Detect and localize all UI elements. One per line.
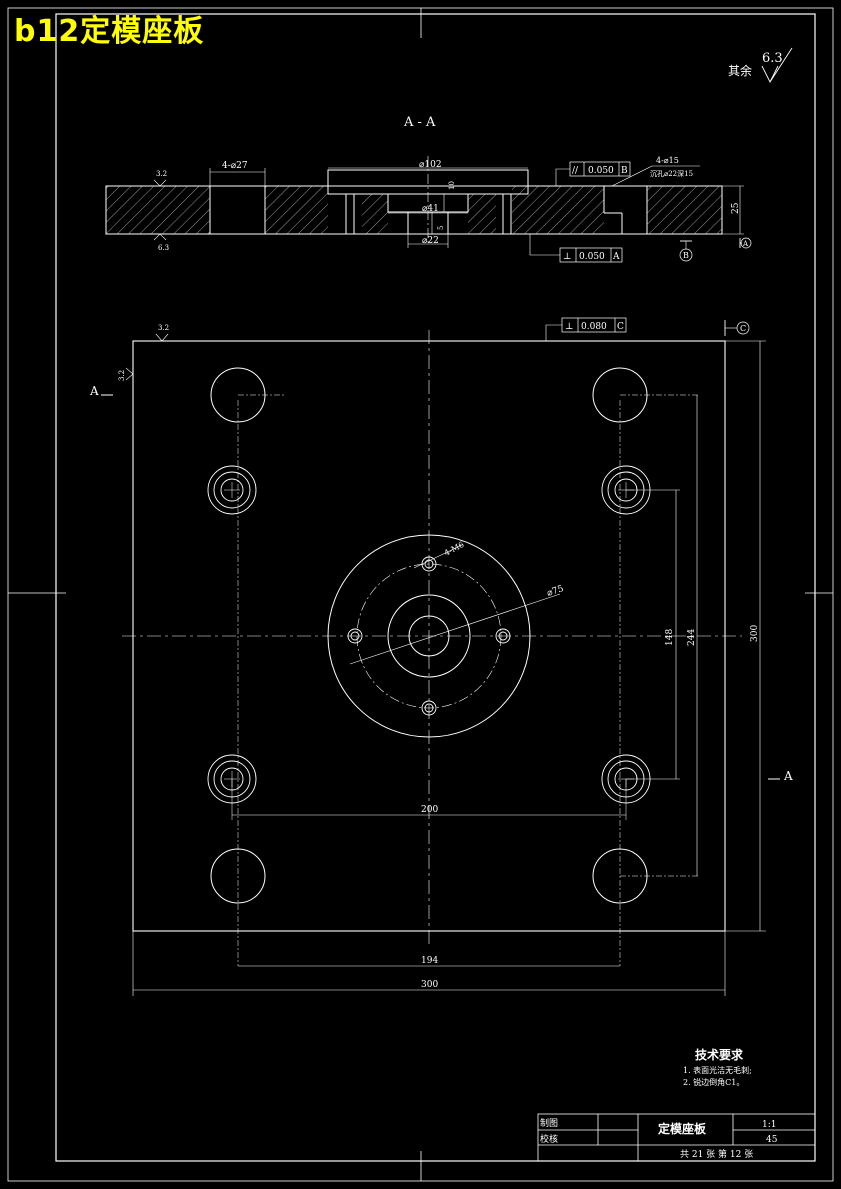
scale: 1:1 (762, 1120, 776, 1130)
roughness-top-sec: 3.2 (156, 170, 167, 178)
roughness-default-value: 6.3 (762, 51, 783, 66)
dim-194: 194 (421, 956, 438, 966)
plan-view: ⌀75 4-M6 200 194 300 148 244 300 A A (89, 317, 793, 996)
svg-text:0.050: 0.050 (579, 252, 605, 262)
tech-requirements: 技术要求 1. 表面光洁无毛刺; 2. 锐边倒角C1。 (683, 1047, 752, 1087)
dim-300-v: 300 (750, 625, 760, 642)
cut-marker-right: A (783, 769, 793, 783)
sheet-info: 共 21 张 第 12 张 (680, 1148, 753, 1160)
dim-102: ⌀102 (419, 160, 442, 170)
cut-marker-left: A (89, 384, 99, 398)
title-block (537, 1113, 816, 1162)
roughness-side-plan: 3.2 (118, 370, 126, 381)
material: 45 (766, 1135, 778, 1145)
parallel-tolerance: // 0.050 B (555, 161, 631, 186)
datum-b: B (683, 251, 689, 260)
roughness-bottom-sec: 6.3 (158, 244, 169, 252)
ring-bore (387, 594, 471, 678)
datum-c: C (740, 324, 746, 333)
svg-text:⊥: ⊥ (565, 322, 573, 332)
section-hatching (106, 186, 722, 234)
dim-148: 148 (665, 629, 675, 646)
svg-text:A: A (612, 252, 620, 262)
svg-text:B: B (621, 166, 628, 176)
roughness-default-prefix: 其余 (728, 63, 752, 78)
outer-frame (7, 7, 834, 1182)
part-name: 定模座板 (658, 1121, 707, 1136)
ring-outer (327, 534, 531, 738)
svg-text:⊥: ⊥ (563, 252, 571, 262)
inner-frame (55, 13, 816, 1162)
section-view: 4-⌀27 ⌀102 ⌀41 ⌀22 10 5 25 4-⌀15 沉孔⌀22深1… (105, 156, 752, 263)
roughness-default: 其余 6.3 (728, 47, 793, 84)
dim-22: ⌀22 (422, 236, 439, 246)
tech-item-1: 1. 表面光洁无毛刺; (683, 1065, 752, 1075)
svg-text:0.080: 0.080 (581, 322, 607, 332)
checked-by-label: 校核 (540, 1133, 558, 1145)
dim-5: 5 (437, 226, 445, 230)
perp-tolerance-plan: ⊥ 0.080 C (545, 317, 627, 341)
roughness-top-plan: 3.2 (158, 324, 169, 332)
dim-200: 200 (421, 805, 438, 815)
tech-item-2: 2. 锐边倒角C1。 (683, 1077, 744, 1087)
dim-4x27: 4-⌀27 (222, 161, 248, 171)
dim-thickness: 25 (731, 202, 741, 214)
guide-hole (207, 465, 257, 515)
ring-inner (408, 615, 450, 657)
dim-41: ⌀41 (422, 204, 439, 214)
dim-10: 10 (448, 181, 456, 190)
title-overlay: b12定模座板 (14, 14, 205, 49)
datum-a: A (742, 240, 749, 248)
centering-marks (8, 8, 833, 1181)
drawn-by-label: 制图 (540, 1117, 558, 1129)
section-label: A - A (403, 115, 436, 130)
perp-tolerance-section: ⊥ 0.050 A (529, 234, 623, 263)
svg-text:0.050: 0.050 (588, 166, 614, 176)
svg-text:C: C (617, 322, 624, 332)
pcd-circle (356, 563, 502, 709)
dim-244: 244 (687, 629, 697, 646)
dim-small-holes: 4-M6 (443, 540, 466, 558)
tech-heading: 技术要求 (695, 1047, 744, 1062)
hole-note-1: 4-⌀15 (656, 156, 679, 165)
dim-pcd: ⌀75 (546, 584, 565, 599)
svg-text://: // (572, 166, 579, 176)
hole-note-2: 沉孔⌀22深15 (650, 169, 693, 178)
dim-300-h: 300 (421, 980, 438, 990)
